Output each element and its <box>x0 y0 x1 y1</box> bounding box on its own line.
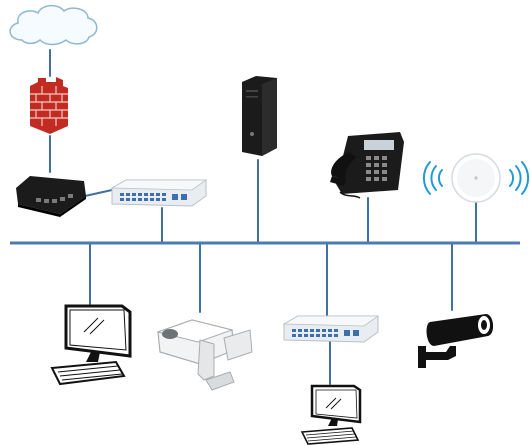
desk-phone-icon <box>330 132 404 199</box>
network-switch-icon <box>110 179 208 207</box>
projector-icon <box>156 319 253 391</box>
security-camera-icon <box>418 314 494 368</box>
computer-monitor-keyboard-icon <box>50 304 132 386</box>
computer-monitor-keyboard-icon <box>300 384 362 445</box>
desktop-tower-icon <box>242 76 277 156</box>
wireless-access-point-icon <box>422 153 530 203</box>
firewall-icon <box>30 77 68 134</box>
network-switch-icon <box>282 315 380 343</box>
cloud-icon <box>9 4 98 46</box>
connection-lines <box>49 49 477 385</box>
router-icon <box>16 176 86 217</box>
link-router-switch <box>84 189 113 197</box>
